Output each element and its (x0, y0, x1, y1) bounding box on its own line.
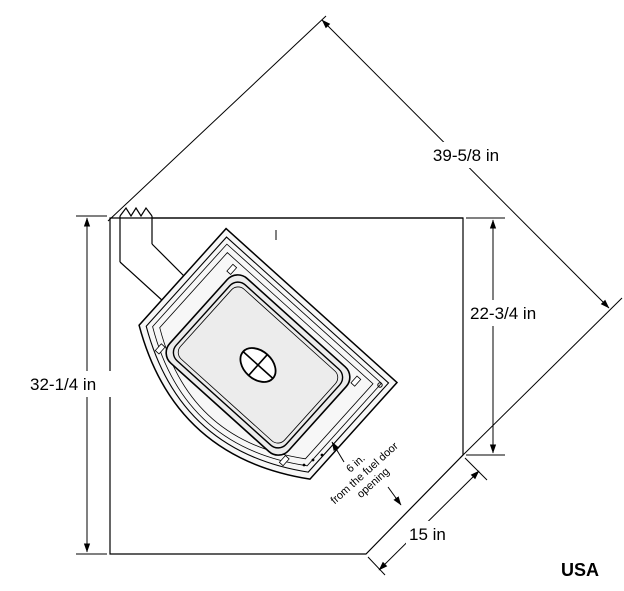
dimension-bottom-corner (367, 457, 488, 576)
stove-feet (275, 230, 383, 467)
label-left-wall: 32-1/4 in (30, 375, 96, 394)
dimension-right-wall (466, 217, 505, 456)
label-bottom-corner: 15 in (409, 525, 446, 544)
region-label: USA (561, 560, 599, 580)
stove-top-view (138, 227, 399, 480)
label-diagonal: 39-5/8 in (433, 146, 499, 165)
clearance-arrows (331, 441, 402, 506)
label-right-wall: 22-3/4 in (470, 304, 536, 323)
